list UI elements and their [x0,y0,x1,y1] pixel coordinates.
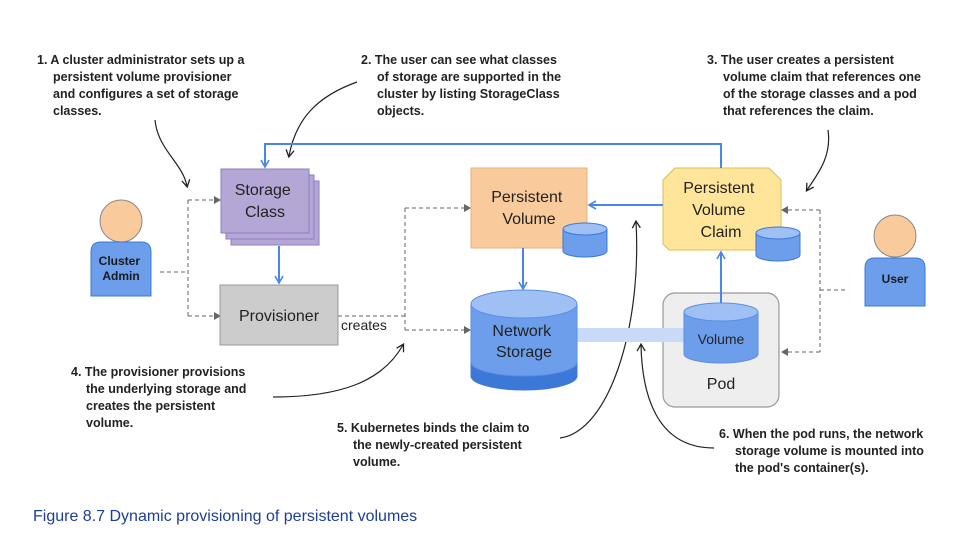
note-4-line: creates the persistent [86,399,216,413]
pvc-label-line: Persistent [683,180,755,197]
note-4-line: the underlying storage and [86,382,246,396]
note-1-line: classes. [53,104,102,118]
network-storage-label-line: Storage [496,344,552,361]
note-2-line: objects. [377,104,424,118]
note-5: 5. Kubernetes binds the claim to the new… [337,421,533,469]
user-body [864,257,926,307]
storage-class-stack[interactable]: Storage Class [220,168,320,246]
cluster-admin-label: Cluster Admin [99,254,144,283]
note-1: 1. A cluster administrator sets up a per… [37,53,248,118]
note-3: 3. The user creates a persistent volume … [707,53,924,118]
pv-cylinder-icon [562,222,608,258]
pvc-label-line: Volume [692,202,745,219]
cluster-admin-label-line: Cluster [99,254,141,268]
note-3-line: volume claim that references one [723,70,921,84]
network-storage-label: Network Storage [492,323,555,361]
note-2-line: 2. The user can see what classes [361,53,557,67]
note-6: 6. When the pod runs, the network storag… [719,427,927,475]
user-head [873,214,917,258]
pod-volume-label: Volume [698,331,745,347]
note-5-line: the newly-created persistent [353,438,523,452]
callout-arrow-6 [636,342,715,449]
storage-class-label: Storage Class [235,182,296,221]
note-5-line: 5. Kubernetes binds the claim to [337,421,530,435]
cluster-admin-person: Cluster Admin [90,199,152,297]
persistent-volume-label-line: Volume [502,211,555,228]
note-3-line: that references the claim. [723,104,874,118]
user-label: User [882,272,909,286]
cluster-admin-body [90,241,152,297]
solid-arrows [260,143,726,303]
provisioner-label: Provisioner [239,308,320,325]
note-1-line: persistent volume provisioner [53,70,232,84]
note-5-line: volume. [353,455,400,469]
mount-bar [576,328,686,342]
arrow-pvc-to-storage-class [260,143,722,169]
storage-class-label-line: Storage [235,182,291,199]
provisioner-box[interactable] [219,284,339,346]
note-3-line: 3. The user creates a persistent [707,53,895,67]
note-6-line: 6. When the pod runs, the network [719,427,923,441]
cluster-admin-label-line: Admin [102,269,139,283]
persistent-volume-label-line: Persistent [491,189,563,206]
note-2: 2. The user can see what classes of stor… [361,53,565,118]
callout-arrow-5 [559,219,641,439]
note-2-line: of storage are supported in the [377,70,561,84]
note-1-line: and configures a set of storage [53,87,239,101]
note-4-line: volume. [86,416,133,430]
persistent-volume-label: Persistent Volume [491,189,567,228]
pvc-cylinder-icon [755,226,801,262]
note-6-line: storage volume is mounted into [735,444,924,458]
note-2-line: cluster by listing StorageClass [377,87,560,101]
callout-arrow-1 [154,119,191,189]
pod-volume[interactable]: Volume [683,302,759,364]
pvc-label-line: Claim [701,224,742,241]
note-4: 4. The provisioner provisions the underl… [71,365,250,430]
callout-arrow-4 [272,342,405,398]
note-4-line: 4. The provisioner provisions [71,365,245,379]
callout-arrow-3 [805,129,830,192]
user-person: User [864,214,926,307]
note-1-line: 1. A cluster administrator sets up a [37,53,246,67]
creates-label: creates [341,317,387,333]
figure-caption: Figure 8.7 Dynamic provisioning of persi… [33,508,417,525]
storage-class-label-line: Class [245,204,285,221]
dashed-connectors [160,196,848,356]
pod-label: Pod [707,376,735,393]
network-storage[interactable]: Network Storage [470,289,578,391]
note-6-line: the pod's container(s). [735,461,869,475]
network-storage-label-line: Network [492,323,552,340]
cluster-admin-head [99,199,143,243]
pvc-label: Persistent Volume Claim [683,180,759,241]
note-3-line: of the storage classes and a pod [723,87,917,101]
